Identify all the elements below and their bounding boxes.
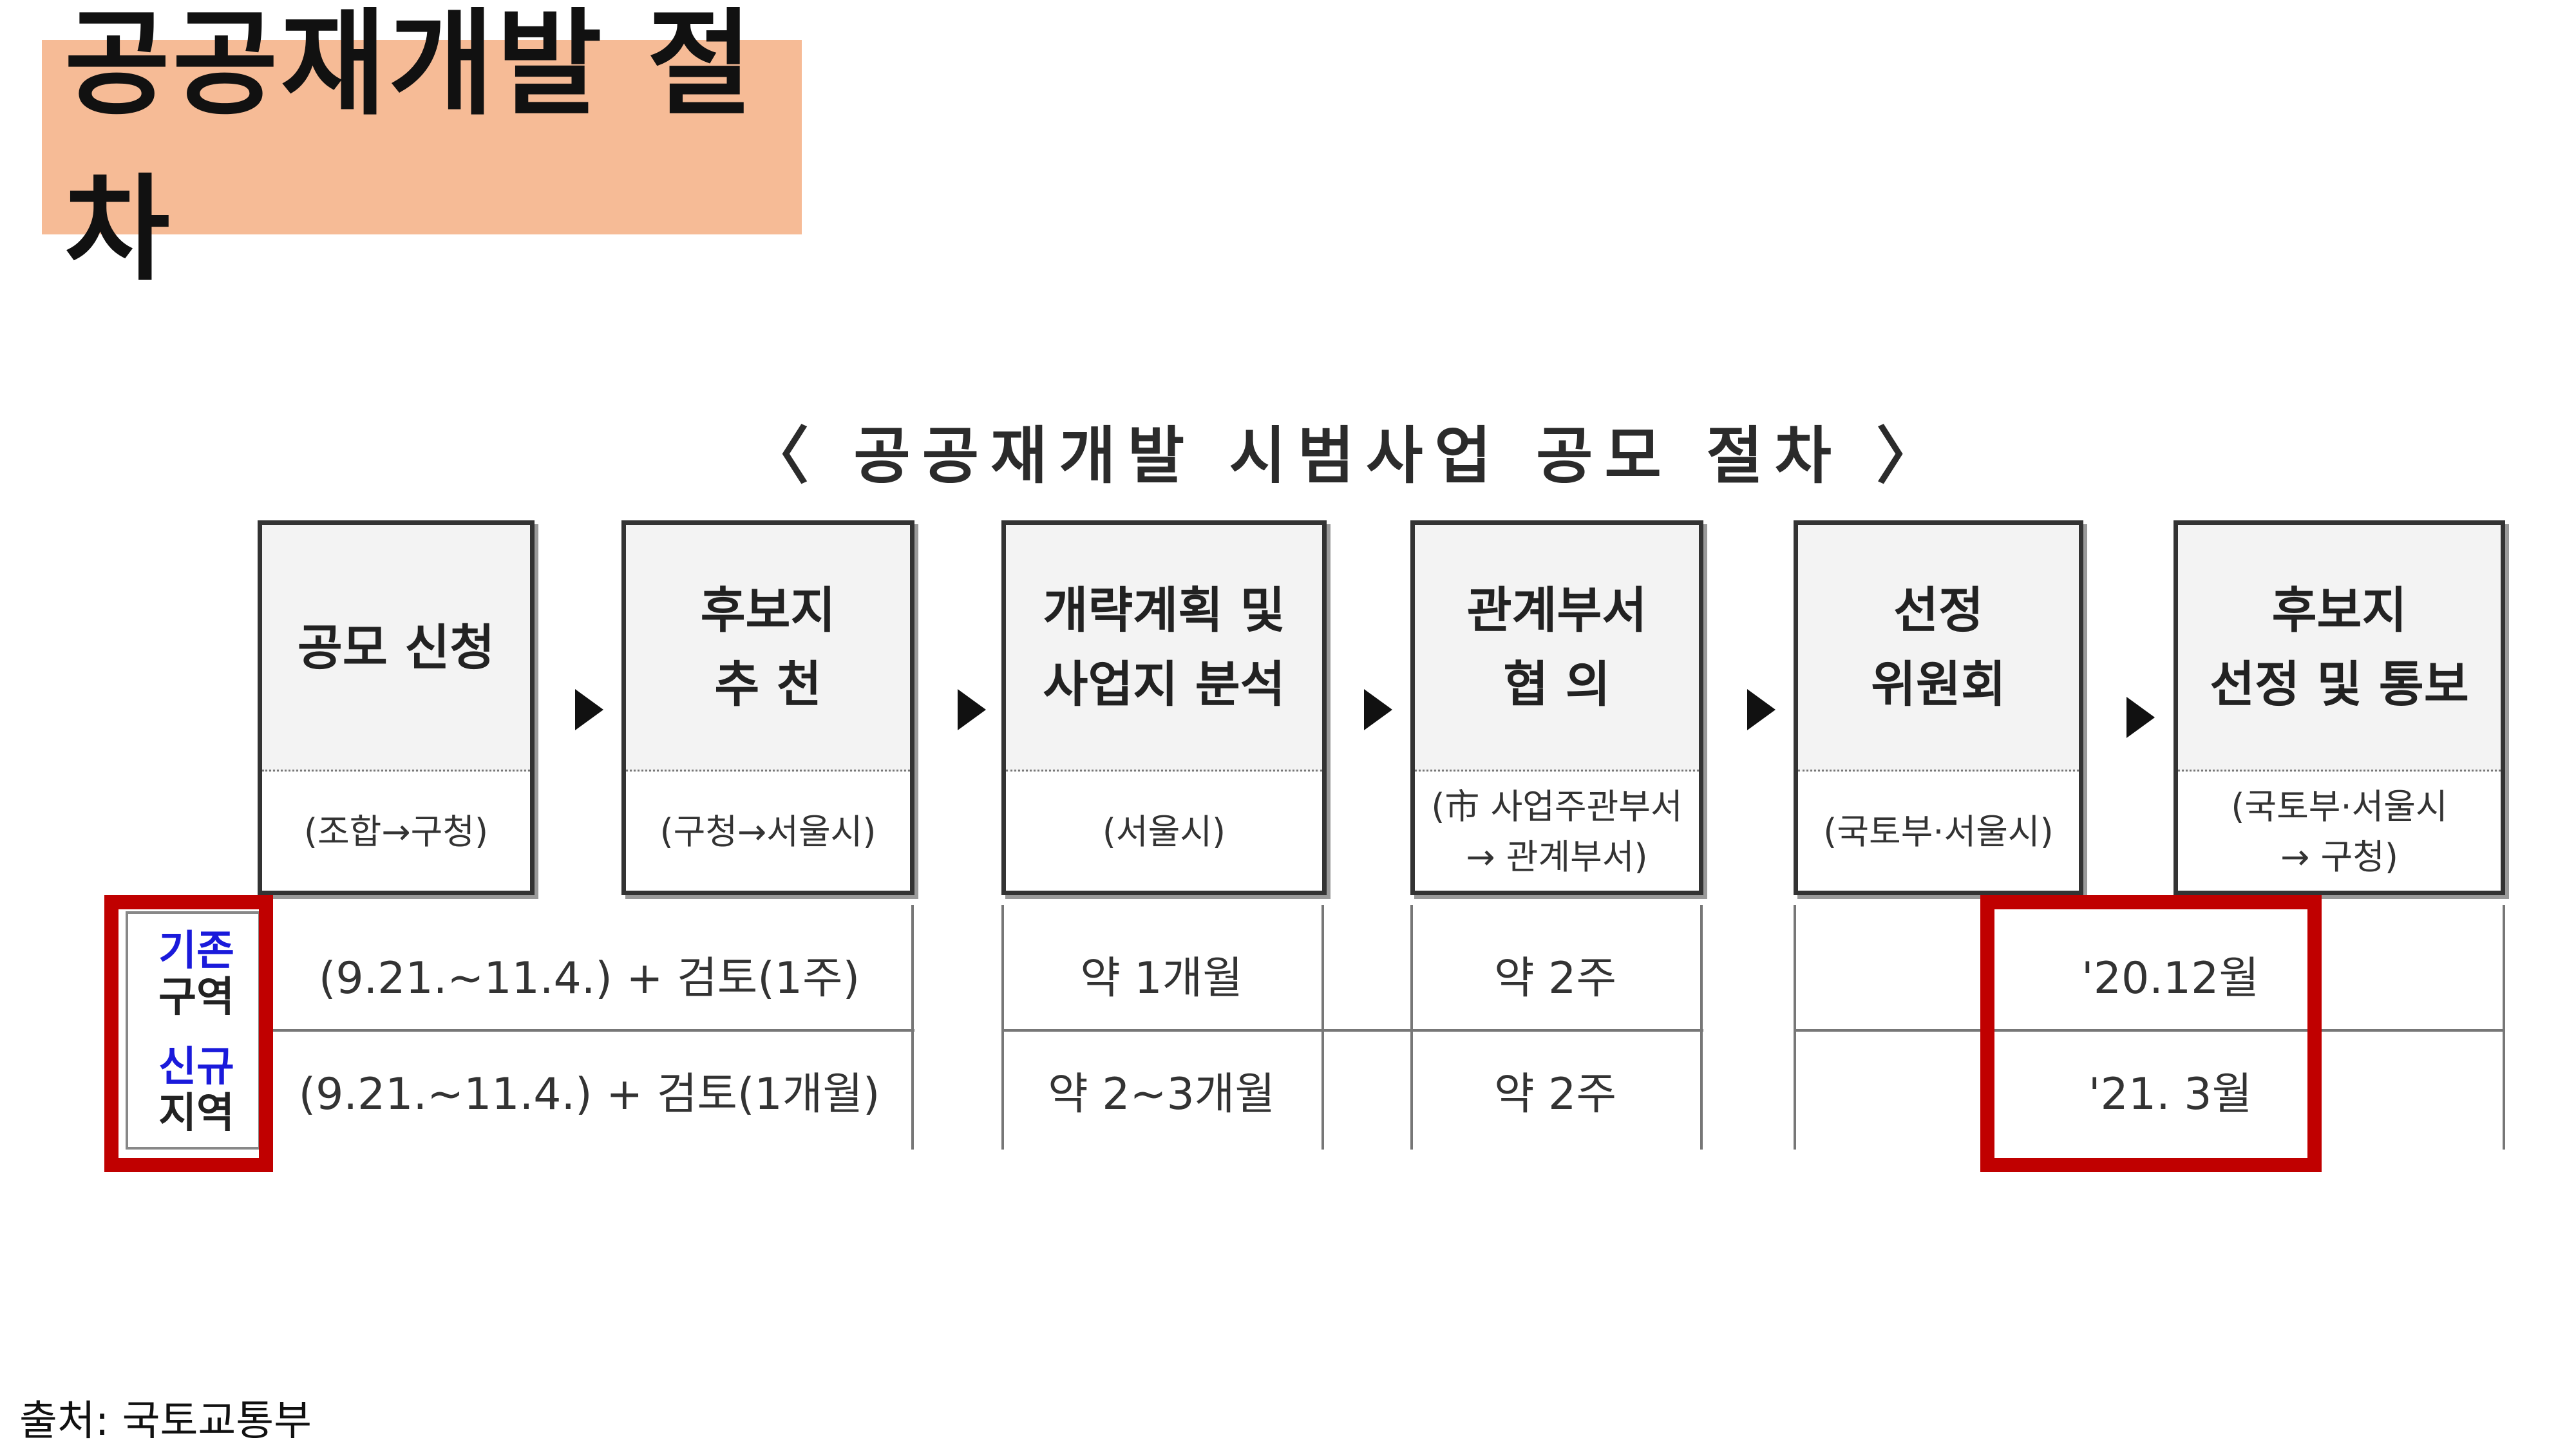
highlight-box-row-labels <box>104 895 273 1172</box>
step-subtitle: (국토부·서울시 → 구청) <box>2231 786 2448 877</box>
heading-box: 공공재개발 절차 <box>42 0 802 296</box>
step-box-notification: 후보지 선정 및 통보 (국토부·서울시 → 구청) <box>2174 520 2505 895</box>
table-column-divider <box>911 905 914 1150</box>
table-row-divider <box>1794 1029 2505 1032</box>
page-title: 공공재개발 절차 <box>64 0 755 296</box>
table-cell-analysis: 약 2~3개월 <box>1048 1069 1275 1120</box>
step-box-analysis: 개략계획 및 사업지 분석 (서울시) <box>1001 520 1327 895</box>
arrow-right-icon <box>575 689 603 730</box>
table-column-divider <box>1794 905 1796 1150</box>
table-cell-analysis: 약 1개월 <box>1080 953 1243 1004</box>
step-title: 개략계획 및 사업지 분석 <box>1043 582 1285 713</box>
arrow-right-icon <box>1747 689 1776 730</box>
step-subtitle: (구청→서울시) <box>659 811 876 852</box>
table-row-divider <box>1001 1029 1703 1032</box>
table-cell-application: (9.21.~11.4.) + 검토(1주) <box>318 953 860 1004</box>
table-column-divider <box>1700 905 1703 1150</box>
step-title: 후보지 추 천 <box>700 582 836 713</box>
table-column-divider <box>1001 905 1004 1150</box>
table-cell-notification: '20.12월 <box>2081 953 2259 1004</box>
diagram-title: 〈 공공재개발 시범사업 공모 절차 〉 <box>747 420 1950 492</box>
arrow-right-icon <box>1364 689 1392 730</box>
source-caption: 출처: 국토교통부 <box>19 1397 312 1445</box>
step-title: 후보지 선정 및 통보 <box>2210 582 2469 713</box>
step-box-application: 공모 신청 (조합→구청) <box>258 520 535 895</box>
step-subtitle: (서울시) <box>1102 811 1226 852</box>
table-cell-notification: '21. 3월 <box>2088 1069 2253 1120</box>
table-cell-consultation: 약 2주 <box>1494 953 1616 1004</box>
step-title: 선정 위원회 <box>1871 582 2006 713</box>
step-subtitle: (市 사업주관부서 → 관계부서) <box>1431 786 1683 877</box>
table-row-divider <box>267 1029 914 1032</box>
step-title: 관계부서 협 의 <box>1466 582 1647 713</box>
step-box-recommendation: 후보지 추 천 (구청→서울시) <box>621 520 914 895</box>
row-label-existing: 기존 구역 <box>158 927 234 1021</box>
step-subtitle: (국토부·서울시) <box>1823 811 2054 852</box>
step-subtitle: (조합→구청) <box>303 811 489 852</box>
arrow-right-icon <box>2126 697 2155 738</box>
table-column-divider <box>1321 905 1324 1150</box>
table-cell-application: (9.21.~11.4.) + 검토(1개월) <box>298 1069 880 1120</box>
table-column-divider <box>1410 905 1413 1150</box>
table-cell-consultation: 약 2주 <box>1494 1069 1616 1120</box>
step-box-consultation: 관계부서 협 의 (市 사업주관부서 → 관계부서) <box>1410 520 1703 895</box>
table-column-divider <box>2503 905 2505 1150</box>
row-label-new: 신규 지역 <box>158 1043 234 1137</box>
step-box-committee: 선정 위원회 (국토부·서울시) <box>1794 520 2083 895</box>
arrow-right-icon <box>958 689 986 730</box>
step-title: 공모 신청 <box>297 618 495 676</box>
highlight-box-schedule <box>1980 895 2322 1172</box>
